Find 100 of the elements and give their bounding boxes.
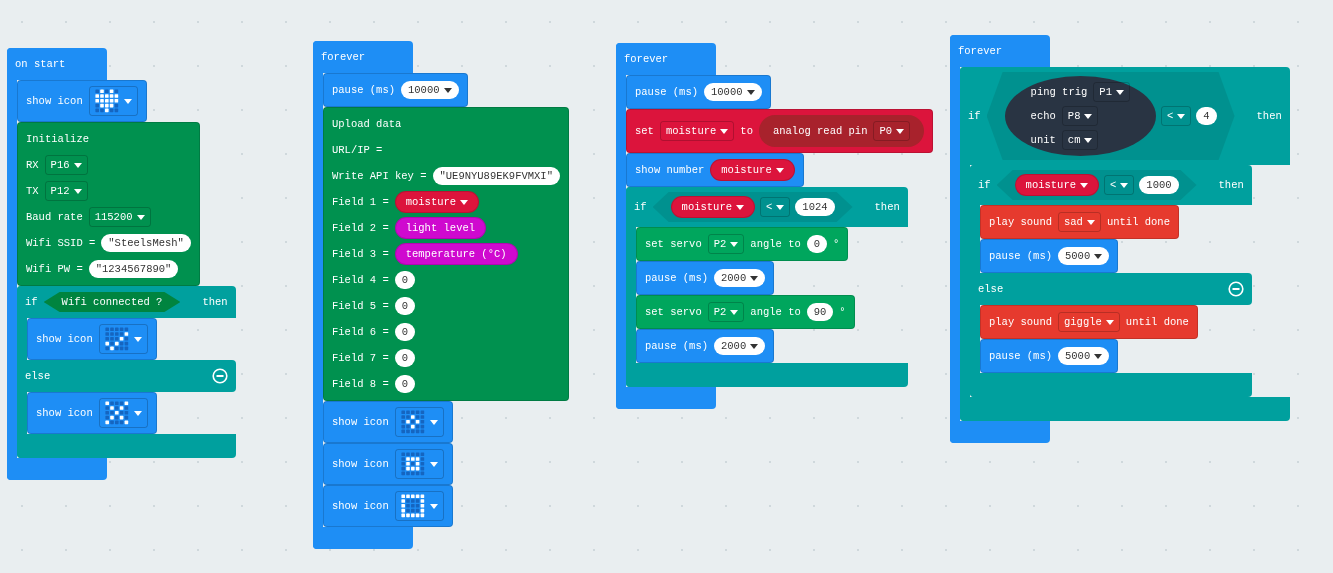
value-field: 1000 xyxy=(1139,176,1179,194)
value-field: 1024 xyxy=(795,198,835,216)
dropdown-field: P2 xyxy=(707,302,745,322)
statement-block xyxy=(980,305,1198,339)
block-label: analog read pin xyxy=(772,125,868,137)
block-label: set xyxy=(635,125,654,137)
dropdown-field: cm xyxy=(1061,130,1099,150)
if-block xyxy=(626,187,908,387)
block-label: until done xyxy=(1125,316,1189,328)
block-label: Wifi PW = xyxy=(26,263,83,275)
block-label: RX xyxy=(26,159,39,171)
value-field: "SteelsMesh" xyxy=(101,234,191,252)
block-label: Field 7 = xyxy=(332,352,389,364)
sensor-pill: temperature (°C) xyxy=(394,243,518,265)
block-label: until done xyxy=(1106,216,1170,228)
value-field: 5000 xyxy=(1058,247,1110,265)
block-label: show icon xyxy=(332,500,389,512)
block-label: then xyxy=(1218,179,1244,191)
block-label: show icon xyxy=(332,458,389,470)
value-field: 2000 xyxy=(714,269,766,287)
dropdown-field: P1 xyxy=(1093,82,1130,102)
block-label: Wifi SSID = xyxy=(26,237,96,249)
statement-block xyxy=(626,153,804,187)
if-block xyxy=(960,67,1290,421)
statement-block xyxy=(17,122,200,286)
block-label: play sound xyxy=(989,316,1052,328)
block-label: Field 6 = xyxy=(332,326,389,338)
block-label: if xyxy=(978,179,991,191)
statement-block xyxy=(636,261,775,295)
block-label: if xyxy=(634,201,647,213)
block-label: else xyxy=(978,283,1004,295)
dropdown-field: P0 xyxy=(873,121,911,141)
block-label: pause (ms) xyxy=(989,250,1052,262)
block-label: if xyxy=(25,296,38,308)
statement-block xyxy=(17,80,147,122)
value-field: "1234567890" xyxy=(88,260,179,278)
variable-pill: moisture xyxy=(710,159,795,181)
block-label: pause (ms) xyxy=(645,340,708,352)
if-block xyxy=(17,286,236,458)
block-label: Field 1 = xyxy=(332,196,389,208)
block-label: then xyxy=(202,296,228,308)
block-label: angle to xyxy=(750,238,801,250)
block-label: set servo xyxy=(645,306,702,318)
statement-block xyxy=(636,295,855,329)
block-label: on start xyxy=(15,58,66,70)
statement-block xyxy=(636,227,849,261)
dropdown-field: sad xyxy=(1058,212,1101,232)
block-label: pause (ms) xyxy=(332,84,395,96)
value-field: 0 xyxy=(394,323,416,341)
variable-pill: moisture xyxy=(394,191,480,213)
statement-block xyxy=(27,392,157,434)
value-field: 90 xyxy=(806,303,834,321)
variable-pill: moisture xyxy=(670,196,756,218)
value-field: 4 xyxy=(1196,107,1217,125)
dropdown-field: < xyxy=(1104,175,1135,195)
block-label: pause (ms) xyxy=(635,86,698,98)
block-label: echo xyxy=(1030,110,1056,122)
block-label: show icon xyxy=(332,416,389,428)
block-label: show number xyxy=(635,164,705,176)
block-label: forever xyxy=(624,53,669,65)
block-label: pause (ms) xyxy=(645,272,708,284)
block-label: ping trig xyxy=(1030,86,1088,98)
block-label: then xyxy=(1256,110,1282,122)
statement-block xyxy=(27,318,157,360)
value-field: "UE9NYU89EK9FVMXI" xyxy=(432,167,560,185)
block-label: show icon xyxy=(36,407,93,419)
dropdown-field: P12 xyxy=(44,181,88,201)
dropdown-field: giggle xyxy=(1058,312,1120,332)
block-label: play sound xyxy=(989,216,1052,228)
value-field: 2000 xyxy=(714,337,766,355)
block-label: Write API key = xyxy=(332,170,427,182)
block-label: Initialize xyxy=(26,133,89,145)
statement-block xyxy=(323,401,453,443)
statement-block xyxy=(636,329,775,363)
dropdown-field: moisture xyxy=(659,121,735,141)
block-label: angle to xyxy=(750,306,801,318)
statement-block xyxy=(323,443,453,485)
value-field: 0 xyxy=(394,349,416,367)
block-label: Wifi connected ? xyxy=(61,296,163,308)
variable-pill: moisture xyxy=(1014,174,1100,196)
dropdown-field: P2 xyxy=(707,234,745,254)
block-label: unit xyxy=(1030,134,1056,146)
block-label: Field 8 = xyxy=(332,378,389,390)
statement-block xyxy=(626,75,771,109)
statement-block xyxy=(323,73,468,107)
block-label: forever xyxy=(958,45,1003,57)
block-label: Field 4 = xyxy=(332,274,389,286)
sensor-pill: light level xyxy=(394,217,487,239)
value-field: 0 xyxy=(394,297,416,315)
block-label: else xyxy=(25,370,51,382)
block-label: Baud rate xyxy=(26,211,83,223)
block-label: if xyxy=(968,110,981,122)
block-label: show icon xyxy=(36,333,93,345)
dropdown-field: P16 xyxy=(44,155,88,175)
block-label: then xyxy=(874,201,900,213)
block-label: ° xyxy=(839,306,846,318)
block-label: URL/IP = xyxy=(332,144,383,156)
statement-block xyxy=(980,205,1179,239)
statement-block xyxy=(980,239,1119,273)
value-field: 5000 xyxy=(1058,347,1110,365)
